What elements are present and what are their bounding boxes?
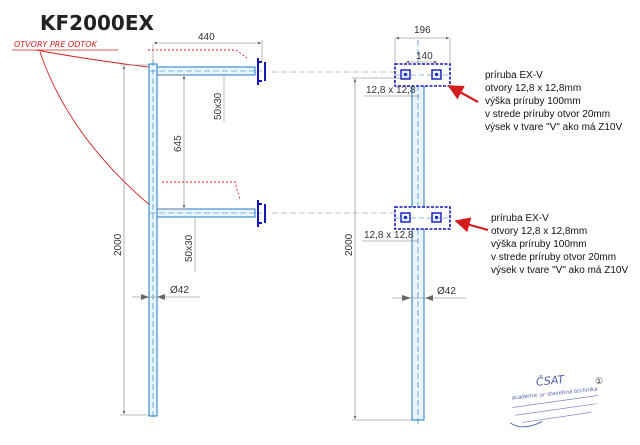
left-lower-flange [257,200,266,227]
dim-height-right: 2000 [344,233,355,256]
dim-height-left: 2000 [113,233,124,256]
drainage-holes-note: OTVORY PRE ODTOK [14,40,98,49]
drainage-arrow-top [35,49,157,71]
note-line: výška príruby 100mm [485,96,581,107]
bottom-flange-note: príruba EX-V otvory 12,8 x 12,8mm výška … [491,213,628,276]
dim-arm-gap: 645 [173,135,184,152]
note-line: výška príruby 100mm [491,239,587,250]
left-lower-dotted-red [162,181,241,201]
right-bottom-flange [394,206,451,230]
dim-profile-bottom: 50x30 [184,234,195,262]
right-top-flange [394,63,451,87]
note-line: príruba EX-V [491,213,549,224]
note-line: výsek v tvare "V" ako má Z10V [485,122,622,133]
dim-profile-top: 50x30 [213,92,224,120]
bottom-flange-callout-arrow [454,217,489,233]
company-stamp: ČSAT academic or stavebná technika [509,373,598,428]
drainage-arrow-bottom [39,51,159,213]
left-upper-flange [257,58,266,85]
top-flange-note: príruba EX-V otvory 12,8 x 12,8mm výška … [485,70,622,133]
left-upper-dotted-red [148,49,248,59]
dim-arm-length: 440 [198,32,215,43]
note-line: v strede príruby otvor 20mm [485,109,610,120]
note-line: otvory 12,8 x 12,8mm [491,226,587,237]
stamp-subtitle: academic or stavebná technika [511,385,598,401]
note-line: otvory 12,8 x 12,8mm [485,83,581,94]
note-line: v strede príruby otvor 20mm [491,252,616,263]
top-flange-callout-arrow [447,85,479,103]
dim-diameter-right: Ø42 [437,286,456,297]
dim-hole-bottom: 12,8 x 12,8 [364,230,414,241]
dim-diameter-left: Ø42 [170,285,189,296]
note-line: výsek v tvare "V" ako má Z10V [491,265,628,276]
dim-flange-outer: 196 [414,25,431,36]
stamp-number-mark: ① [595,377,603,387]
stamp-name: ČSAT [535,373,566,389]
dim-flange-inner: 140 [416,51,433,62]
dim-hole-top: 12,8 x 12,8 [366,85,416,96]
drawing-title: KF2000EX [40,11,154,35]
note-line: príruba EX-V [485,70,543,81]
